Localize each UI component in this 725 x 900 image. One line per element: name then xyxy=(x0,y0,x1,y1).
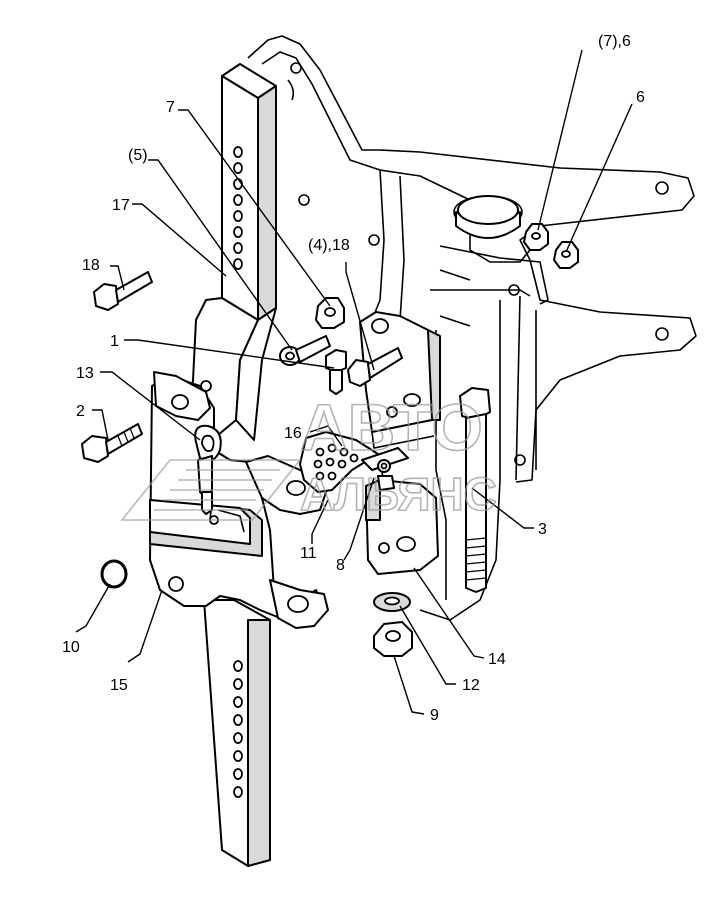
watermark-line1: АВТО xyxy=(300,390,483,464)
callout-label-15: 15 xyxy=(110,677,128,694)
hex-nut-7 xyxy=(315,297,345,329)
watermark: АВТО АЛЬЯНС xyxy=(120,389,498,521)
callout-label-10: 10 xyxy=(62,639,80,656)
callout-label-14: 14 xyxy=(488,651,506,668)
callout-label-11: 11 xyxy=(300,545,317,562)
callout-label-4-18: (4),18 xyxy=(308,237,350,254)
callout-label-6: 6 xyxy=(636,89,645,106)
callout-label-8: 8 xyxy=(336,557,345,574)
latch-plate xyxy=(299,431,379,493)
circlip xyxy=(100,559,128,589)
bolt-2 xyxy=(81,423,143,463)
bolt-18 xyxy=(93,271,153,311)
hex-nut-large xyxy=(373,621,413,657)
callout-label-12: 12 xyxy=(462,677,480,694)
rail-holes-lower xyxy=(233,660,243,798)
watermark-line2: АЛЬЯНС xyxy=(300,468,497,520)
callout-label-17: 17 xyxy=(112,197,130,214)
latch-plate-holes xyxy=(313,443,359,481)
callout-label-7: 7 xyxy=(166,99,175,116)
bolt-1 xyxy=(325,349,347,395)
long-bolt xyxy=(459,387,491,593)
bolt-4-18 xyxy=(347,347,403,387)
callout-label-5: (5) xyxy=(128,147,148,164)
hook-body xyxy=(149,371,331,629)
callout-label-2: 2 xyxy=(76,403,85,420)
bolt-5 xyxy=(279,335,331,366)
spacer xyxy=(361,447,409,491)
callout-label-18: 18 xyxy=(82,257,100,274)
callout-label-13: 13 xyxy=(76,365,94,382)
callout-label-3: 3 xyxy=(538,521,547,538)
leader-lines xyxy=(75,49,633,715)
callout-label-16: 16 xyxy=(284,425,302,442)
side-plate-upper xyxy=(359,311,441,449)
callout-label-1: 1 xyxy=(110,333,119,350)
hex-nut-7-6 xyxy=(523,223,549,251)
spring-washer xyxy=(373,592,411,612)
hex-nut-6 xyxy=(553,241,579,269)
perforated-rail xyxy=(191,63,277,867)
watermark-emblem xyxy=(120,459,302,521)
callout-label-9: 9 xyxy=(430,707,439,724)
callout-labels: (7),6 6 7 (5) 17 (4),18 18 1 13 2 16 3 1… xyxy=(62,33,645,724)
callout-label-7-6: (7),6 xyxy=(598,33,631,50)
